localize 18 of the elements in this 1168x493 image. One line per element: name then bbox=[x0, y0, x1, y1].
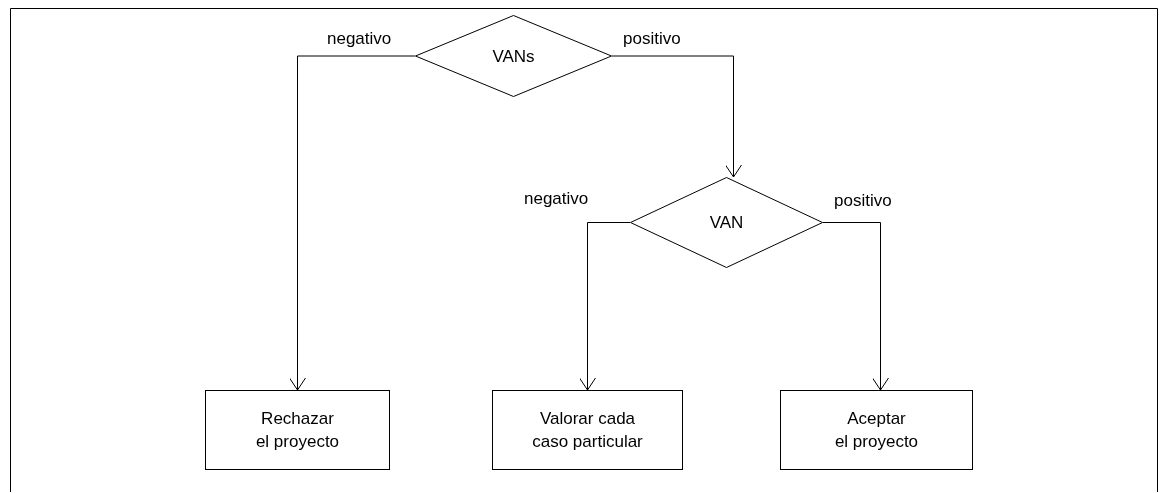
decision-diamond bbox=[630, 177, 823, 268]
edge-label: positivo bbox=[834, 191, 892, 211]
process-box bbox=[205, 390, 390, 470]
edge-label: negativo bbox=[327, 29, 392, 49]
node-label: VAN bbox=[709, 212, 744, 234]
edge-label: positivo bbox=[623, 29, 681, 49]
process-box bbox=[492, 390, 683, 470]
node-label: Rechazar el proyecto bbox=[255, 408, 340, 453]
process-box bbox=[780, 390, 973, 470]
arrow bbox=[289, 55, 416, 391]
arrow bbox=[579, 222, 631, 391]
decision-diamond bbox=[415, 15, 612, 97]
edge-label: negativo bbox=[524, 189, 589, 209]
arrow bbox=[611, 55, 742, 178]
node-label: Valorar cada caso particular bbox=[532, 408, 643, 453]
node-label: VANs bbox=[492, 45, 535, 68]
arrow bbox=[822, 222, 889, 391]
node-label: Aceptar el proyecto bbox=[834, 408, 919, 453]
